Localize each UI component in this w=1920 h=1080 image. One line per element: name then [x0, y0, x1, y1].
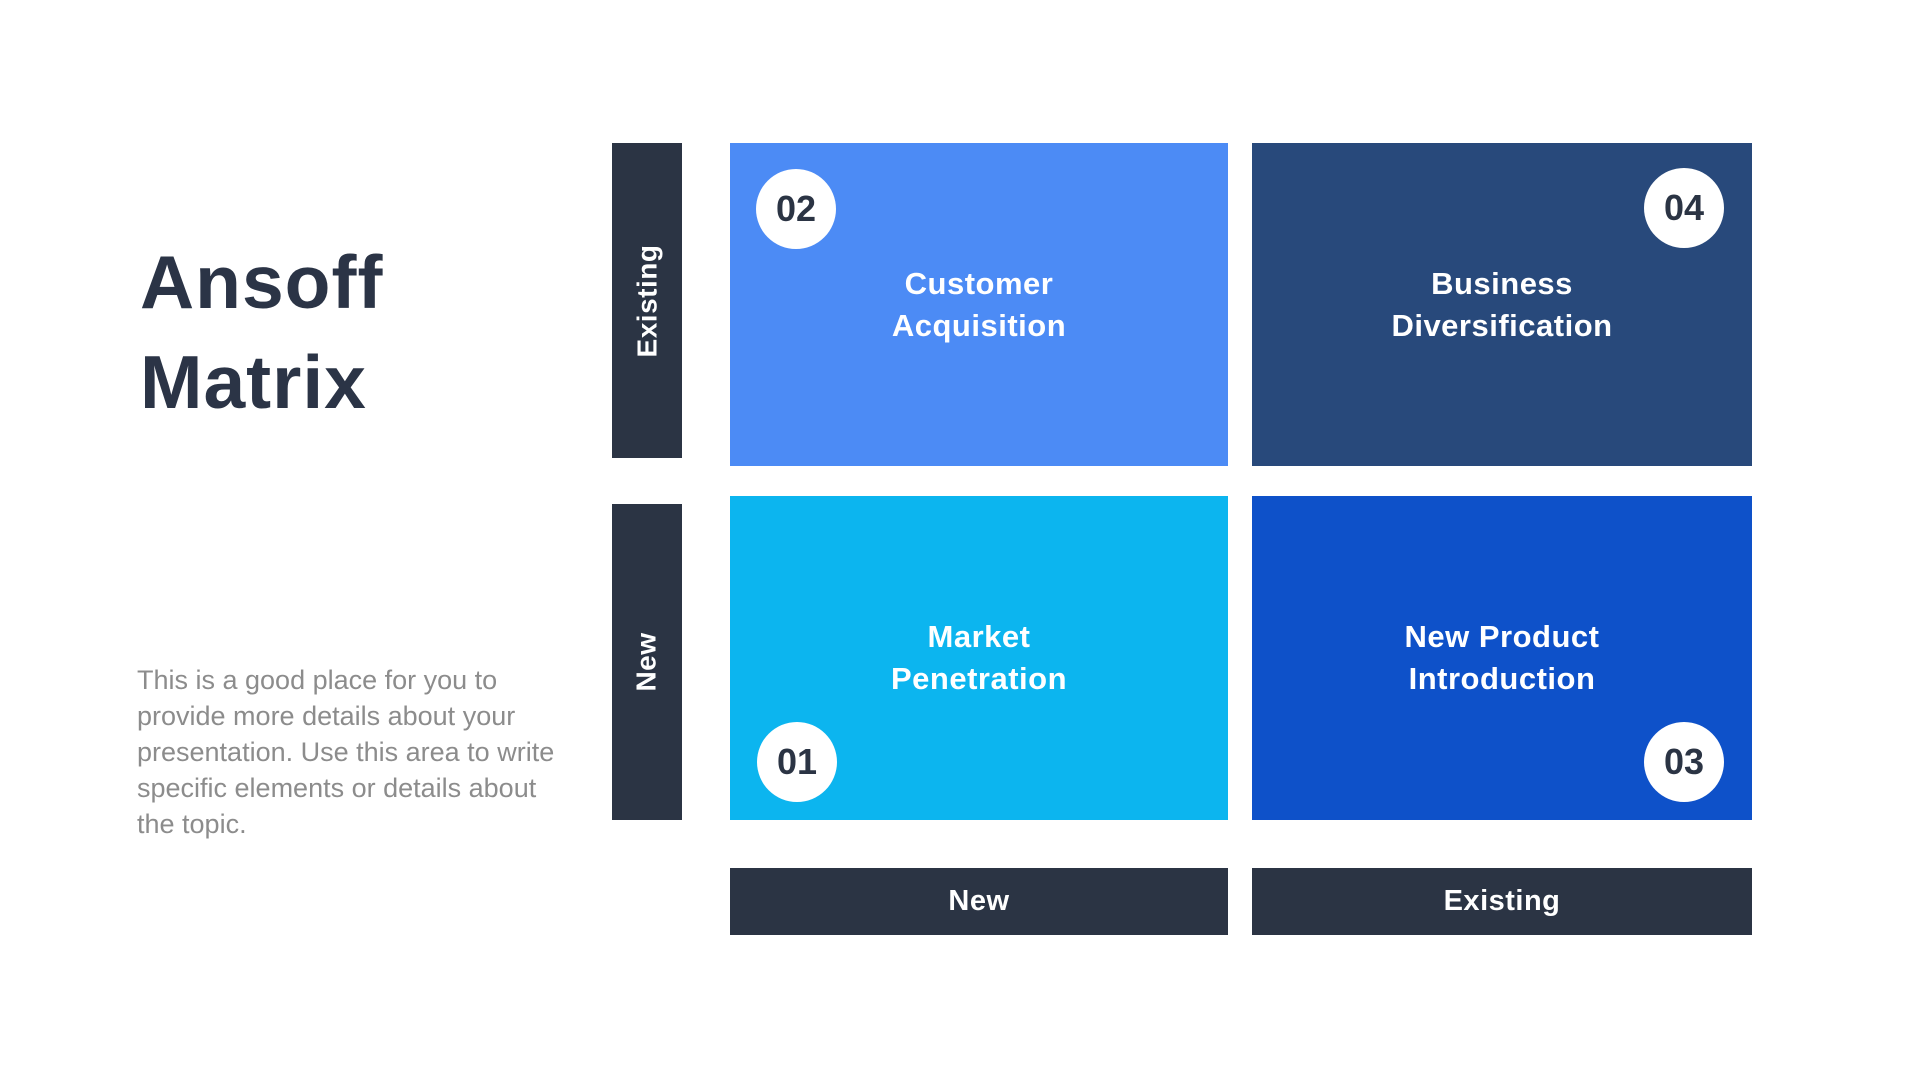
quadrant-title-line-2: Introduction — [1408, 661, 1596, 696]
quadrant-number: 04 — [1663, 187, 1705, 228]
quadrant-market-penetration: 01 Market Penetration — [730, 496, 1228, 820]
page-title-line-2: Matrix — [140, 340, 367, 424]
description-text: This is a good place for you to provide … — [137, 665, 555, 839]
quadrant-title-line-1: Business — [1431, 265, 1573, 301]
quadrant-number-badge: 03 — [1644, 722, 1724, 802]
col-axis-label-new-text: New — [948, 885, 1010, 917]
quadrant-title: Customer Acquisition — [892, 263, 1066, 347]
col-axis-label-existing-text: Existing — [1443, 885, 1561, 917]
quadrant-number: 02 — [775, 188, 817, 229]
page-title: Ansoff Matrix — [140, 232, 383, 432]
page-title-line-1: Ansoff — [140, 240, 384, 324]
col-axis-label-new: New — [730, 868, 1228, 935]
quadrant-number: 03 — [1663, 741, 1705, 782]
row-axis-label-existing-text: Existing — [631, 244, 663, 357]
quadrant-title-line-2: Penetration — [890, 661, 1068, 696]
row-axis-label-existing: Existing — [612, 143, 682, 458]
quadrant-customer-acquisition: 02 Customer Acquisition — [730, 143, 1228, 466]
row-axis-label-new: New — [612, 504, 682, 820]
quadrant-title: Market Penetration — [891, 616, 1067, 700]
quadrant-number-badge: 04 — [1644, 168, 1724, 248]
quadrant-title: Business Diversification — [1391, 263, 1612, 347]
row-axis-label-new-text: New — [630, 632, 662, 692]
quadrant-title-line-1: Market — [927, 619, 1031, 654]
quadrant-business-diversification: 04 Business Diversification — [1252, 143, 1752, 466]
quadrant-title-line-2: Diversification — [1391, 307, 1613, 343]
quadrant-number-badge: 02 — [756, 169, 836, 249]
quadrant-title-line-1: Customer — [904, 265, 1054, 301]
quadrant-title-line-2: Acquisition — [891, 307, 1067, 343]
quadrant-number: 01 — [776, 741, 818, 782]
quadrant-number-badge: 01 — [757, 722, 837, 802]
quadrant-title-line-1: New Product — [1404, 619, 1600, 654]
quadrant-new-product-introduction: 03 New Product Introduction — [1252, 496, 1752, 820]
quadrant-title: New Product Introduction — [1405, 616, 1600, 700]
col-axis-label-existing: Existing — [1252, 868, 1752, 935]
